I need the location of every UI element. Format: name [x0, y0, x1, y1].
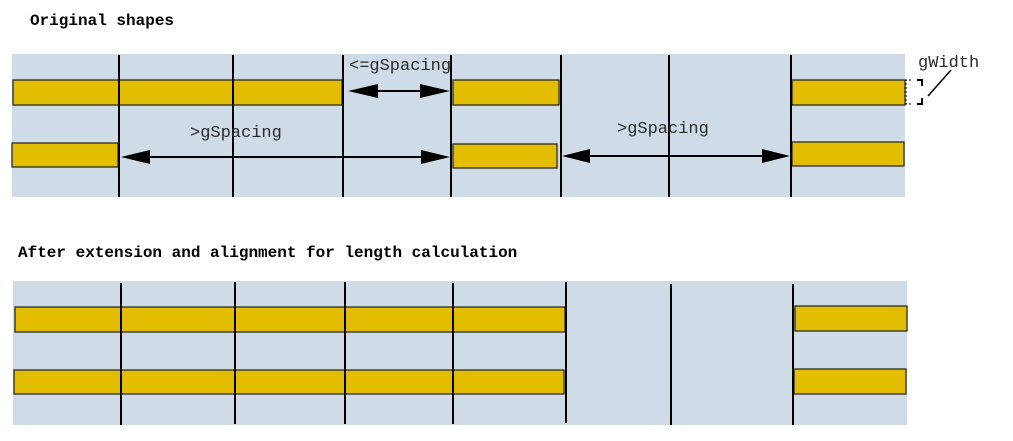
gt-spacing-arrow-right: [562, 149, 790, 163]
heading-after-extension: After extension and alignment for length…: [18, 244, 518, 262]
label-le-spacing: <=gSpacing: [349, 57, 451, 76]
shape-row2-a: [11, 142, 119, 168]
after-extension-panel: [13, 281, 908, 425]
gt-spacing-arrow-left: [121, 150, 450, 164]
arrow-head-left: [121, 150, 150, 164]
shape-row1-right: [794, 305, 908, 332]
shape-row2-b: [452, 143, 558, 169]
shape-row2-c: [791, 141, 905, 167]
width-bracket: [905, 69, 952, 105]
shape-row1-b: [452, 79, 560, 106]
shape-row1-c: [791, 79, 906, 106]
panel-background: [12, 54, 905, 197]
label-gt-spacing-right: >gSpacing: [617, 120, 709, 139]
shape-row1-extended: [14, 306, 566, 333]
label-gt-spacing-left: >gSpacing: [190, 124, 282, 143]
le-spacing-arrow: [348, 84, 450, 98]
arrow-head-right: [421, 150, 450, 164]
arrow-head-right: [420, 84, 450, 98]
shape-row2-extended: [13, 369, 565, 395]
panel-background: [13, 281, 907, 425]
label-width: gWidth: [918, 54, 979, 73]
shape-row2-right: [793, 368, 907, 395]
original-shapes-panel: <=gSpacing >gSpacing >gSpacing gWidth: [11, 54, 979, 197]
arrow-head-left: [348, 84, 378, 98]
arrow-head-left: [562, 149, 590, 163]
heading-original-shapes: Original shapes: [30, 12, 175, 30]
arrow-head-right: [762, 149, 790, 163]
shape-row1-a: [12, 79, 343, 106]
